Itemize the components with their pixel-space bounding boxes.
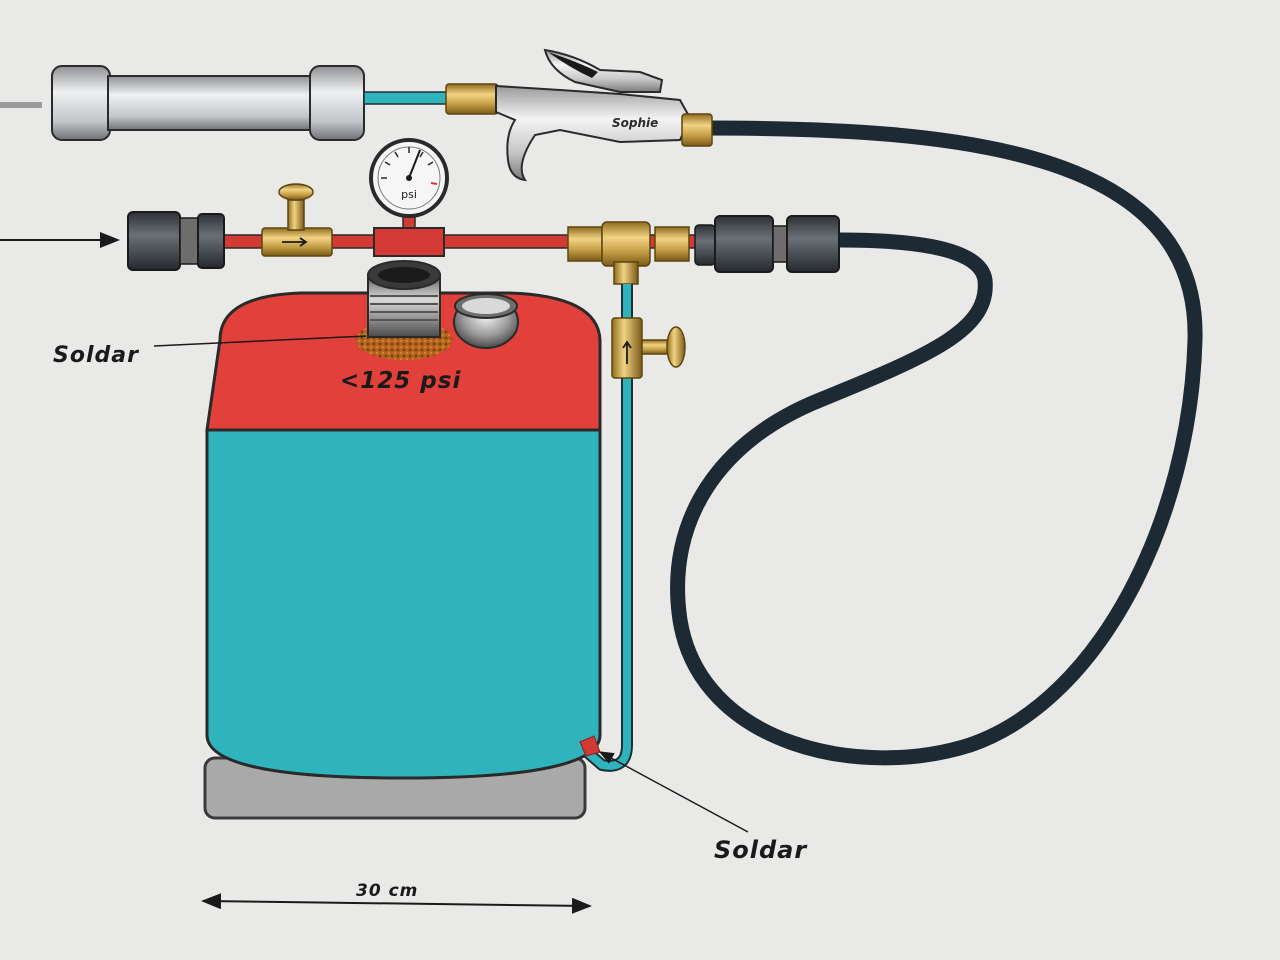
gun-brand-label: Sophie xyxy=(612,116,659,130)
solder-bottom-leader xyxy=(598,751,749,833)
drain-valve xyxy=(611,317,686,379)
end-cap xyxy=(453,293,519,349)
outlet-coupler xyxy=(694,215,840,273)
inlet-valve xyxy=(261,183,333,257)
pressure-gauge: psi xyxy=(369,138,449,218)
air-hose xyxy=(670,120,1203,766)
tee-fitting xyxy=(567,221,690,285)
gauge-needle xyxy=(408,149,421,179)
blow-gun xyxy=(495,48,713,182)
air-cylinder xyxy=(0,65,365,141)
tank xyxy=(205,291,602,780)
gauge-unit-label: psi xyxy=(401,188,417,201)
cylinder-connector-pipe xyxy=(363,91,449,105)
solder-label-bottom: Soldar xyxy=(714,836,808,864)
pressure-limit-label: <125 psi xyxy=(340,368,462,394)
tank-bottom-section xyxy=(205,428,602,780)
dimension-line xyxy=(201,893,592,914)
solder-label-top: Soldar xyxy=(53,343,139,368)
inlet-coupler xyxy=(127,211,225,271)
dimension-label: 30 cm xyxy=(356,881,419,901)
solder-top-leader xyxy=(153,335,367,347)
cylinder-brass-fitting xyxy=(445,83,499,115)
threaded-nipple xyxy=(367,260,441,338)
